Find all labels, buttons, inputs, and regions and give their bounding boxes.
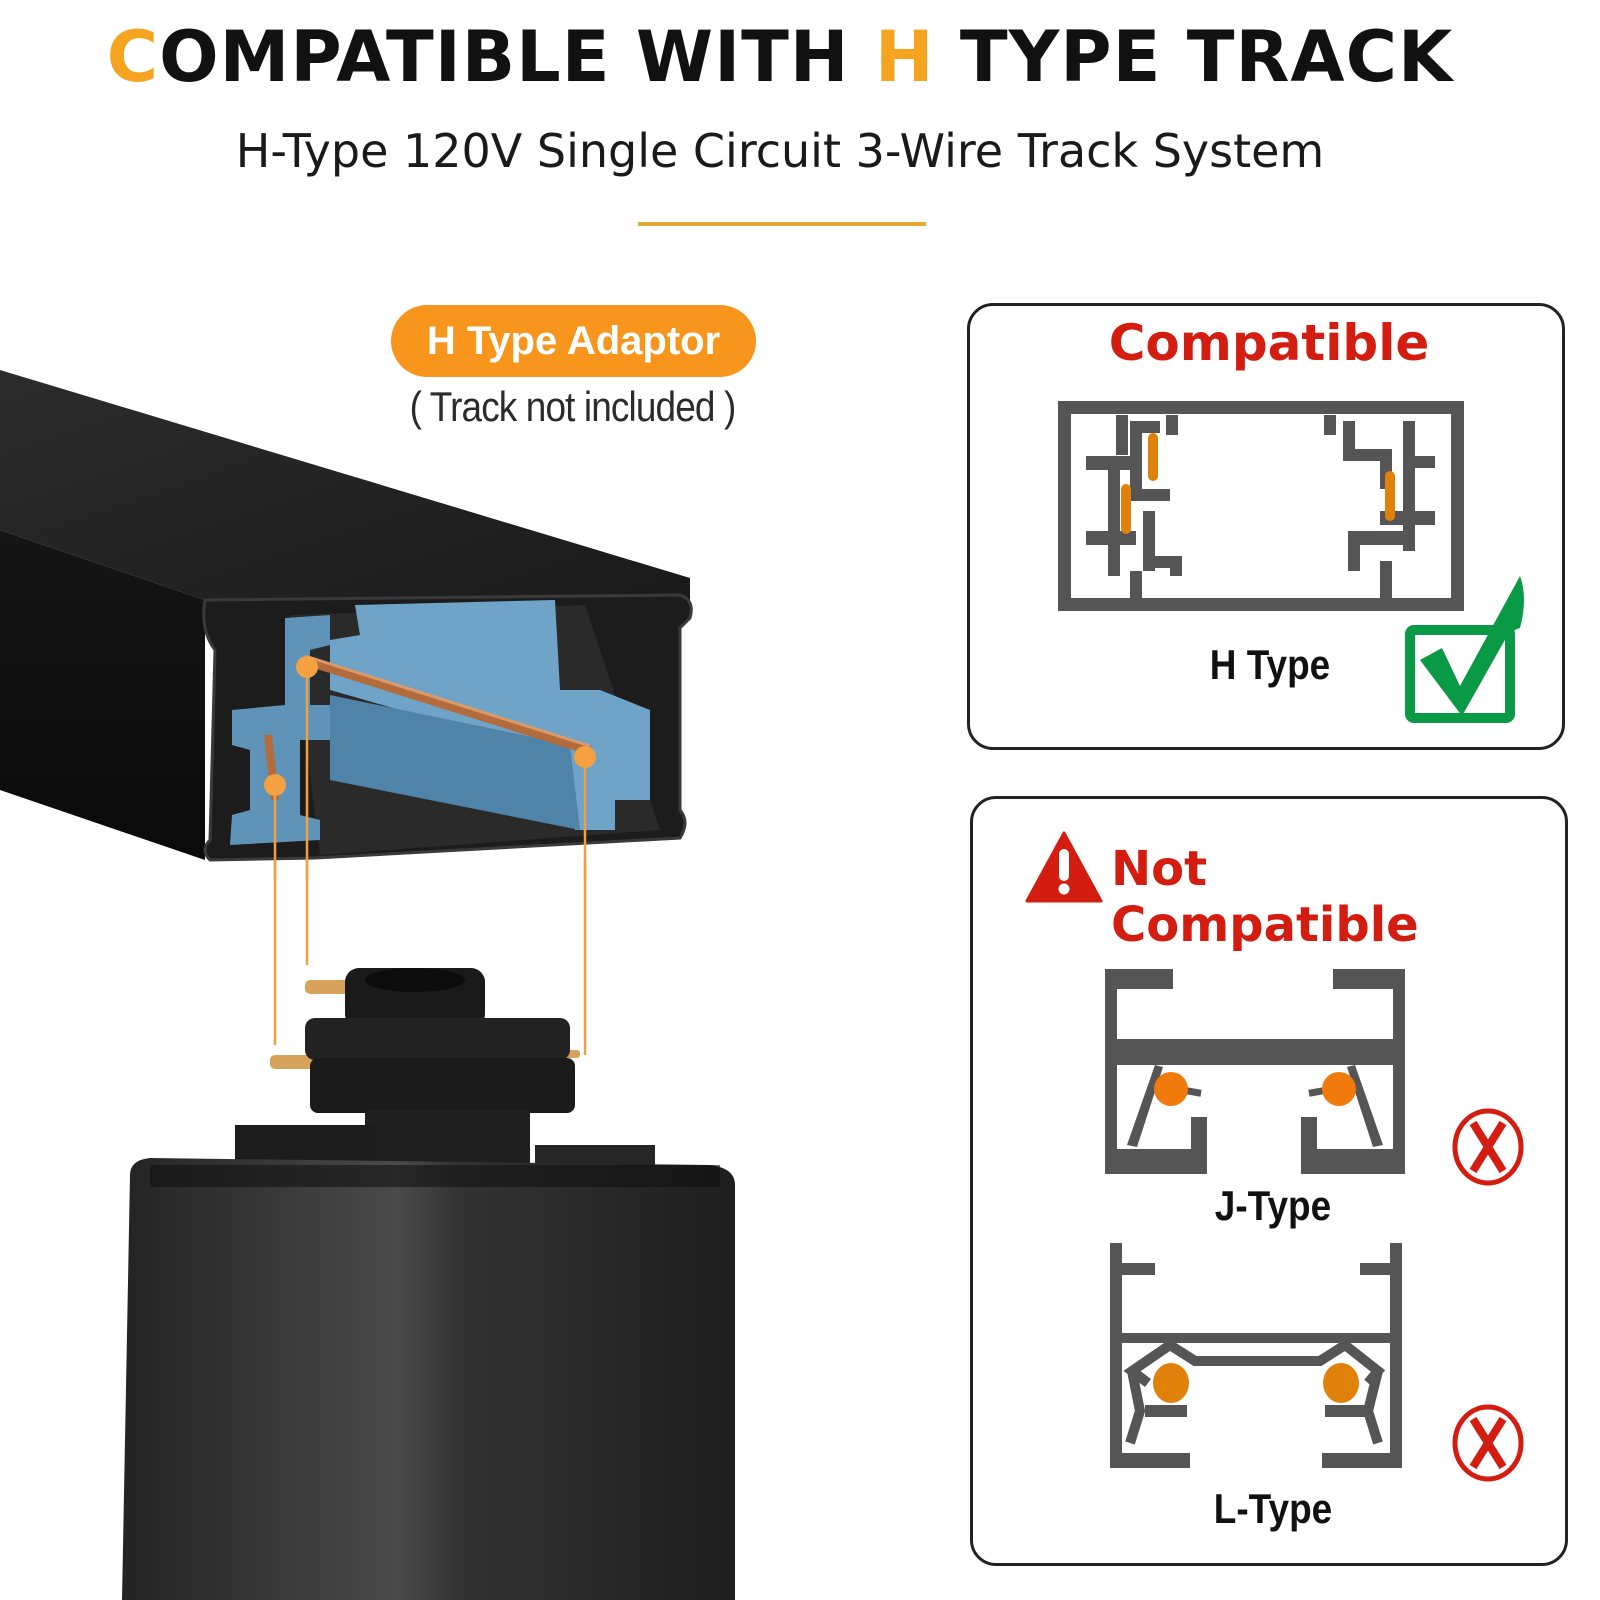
l-type-label: L-Type [1213, 1485, 1333, 1532]
not-compatible-card: Not Compatible J-Type [970, 796, 1568, 1566]
track-not-included-note: ( Track not included ) [409, 383, 737, 430]
l-type-track-diagram-icon [1110, 1243, 1402, 1468]
track-adaptor-icon [122, 968, 735, 1600]
page-title: COMPATIBLE WITH H TYPE TRACK [106, 16, 1454, 98]
warning-triangle-icon [1025, 831, 1103, 903]
page-subtitle: H-Type 120V Single Circuit 3-Wire Track … [235, 124, 1325, 178]
compatible-title: Compatible [1108, 314, 1430, 372]
connector-lead-lines [273, 860, 587, 1055]
h-type-adaptor-badge: H Type Adaptor [391, 305, 756, 377]
j-type-track-diagram-icon [1105, 969, 1405, 1174]
title-accent-c: C [106, 16, 160, 98]
j-type-label: J-Type [1214, 1182, 1332, 1229]
track-cutaway-icon [0, 370, 693, 880]
compatible-card: Compatible [967, 303, 1565, 750]
h-type-label: H Type [1209, 641, 1331, 688]
j-type-red-x-circle-icon [1452, 1108, 1524, 1186]
not-compatible-title: Not Compatible [1111, 841, 1419, 953]
h-type-track-diagram-icon [1058, 401, 1464, 611]
l-type-red-x-circle-icon [1452, 1404, 1524, 1482]
green-check-icon [1405, 576, 1524, 723]
title-accent-h: H [874, 16, 935, 98]
title-divider [638, 222, 926, 226]
